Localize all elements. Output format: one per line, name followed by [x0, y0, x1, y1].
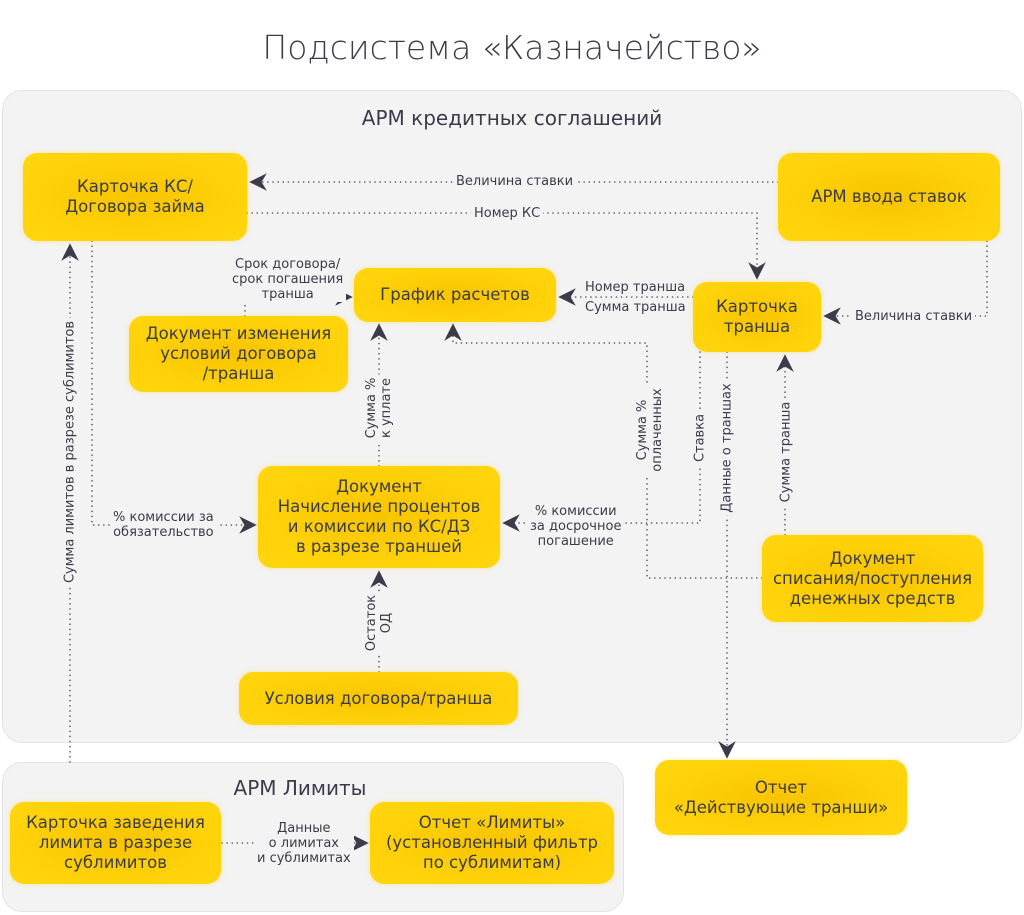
box-schedule[interactable]: График расчетов	[354, 268, 556, 322]
box-accrual-doc[interactable]: Документ Начисление процентов и комиссии…	[258, 466, 500, 568]
label-tranche-number: Номер транша	[585, 280, 686, 295]
panel-limits-title: АРМ Лимиты	[233, 776, 367, 800]
label-tranche-sum-2: Сумма транша	[778, 398, 794, 506]
label-tranche-sum: Сумма транша	[585, 300, 686, 315]
box-tranches-report[interactable]: Отчет «Действующие транши»	[655, 760, 907, 835]
connector-ks-number	[246, 212, 766, 280]
label-rate-value-1: Величина ставки	[453, 174, 577, 189]
label-limits-data: Данные о лимитах и сублимитах	[254, 821, 354, 866]
box-tranche-card[interactable]: Карточка транша	[693, 282, 821, 352]
box-limit-card[interactable]: Карточка заведения лимита в разрезе субл…	[10, 802, 221, 884]
connector-rate-to-tranche	[823, 240, 988, 325]
label-tranche-data: Данные о траншах	[719, 380, 735, 516]
label-interest-due: Сумма % к уплате	[364, 374, 394, 442]
box-card-ks[interactable]: Карточка КС/ Договора займа	[23, 153, 247, 241]
page-title: Подсистема «Казначейство»	[262, 28, 762, 67]
label-ks-number: Номер КС	[471, 206, 544, 221]
connector-rate-early-fee	[502, 351, 701, 532]
label-commitment-fee: % комиссии за обязательство	[110, 510, 217, 540]
box-cash-doc[interactable]: Документ списания/поступления денежных с…	[762, 535, 983, 622]
label-interest-paid: Сумма % оплаченных	[635, 385, 665, 475]
box-terms[interactable]: Условия договора/транша	[239, 672, 518, 725]
label-balance: Остаток ОД	[364, 591, 394, 655]
box-limits-report[interactable]: Отчет «Лимиты» (установленный фильтр по …	[370, 802, 614, 884]
label-rate: Ставка	[692, 410, 708, 466]
connector-interest-paid	[444, 323, 763, 579]
box-change-doc[interactable]: Документ изменения условий договора /тра…	[129, 316, 348, 392]
label-sublimits-sum: Сумма лимитов в разрезе сублимитов	[62, 317, 78, 587]
label-rate-value-2: Величина ставки	[852, 309, 976, 324]
box-rates-arm[interactable]: АРМ ввода ставок	[778, 153, 1000, 241]
panel-credit-title: АРМ кредитных соглашений	[361, 106, 663, 130]
label-term: Срок договора/ срок погашения транша	[229, 257, 347, 302]
label-early-fee: % комиссии за досрочное погашение	[527, 504, 625, 549]
